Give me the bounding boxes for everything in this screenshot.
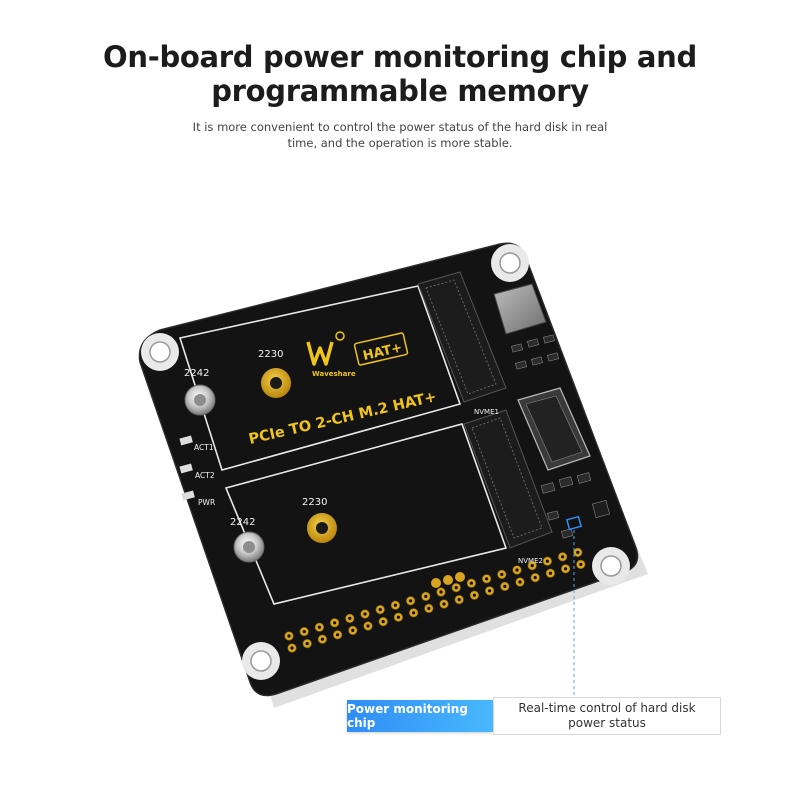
led-indicators (179, 435, 195, 501)
gpio-pin-hole (439, 590, 443, 594)
slot-size-label-bottom: 2242 (230, 517, 255, 528)
gpio-pin-hole (545, 559, 550, 563)
slot-outline-bottom (224, 423, 508, 605)
headline-line-2: programmable memory (211, 74, 589, 108)
gpio-pin-hole (393, 603, 397, 607)
gpio-pin-hole (442, 602, 446, 606)
mounting-hole-icon (592, 547, 630, 585)
power-chip-callout-description: Real-time control of hard disk power sta… (493, 697, 721, 735)
gpio-pin-hole (381, 620, 385, 624)
gpio-pin-hole (302, 630, 306, 634)
gpio-pin-hole (500, 572, 504, 577)
gpio-pin-hole (548, 571, 553, 575)
gpio-pin-hole (561, 555, 565, 559)
mounting-hole-icon (242, 642, 280, 680)
led-label-act2: ACT2 (195, 471, 215, 480)
gpio-pin-hole (469, 581, 473, 585)
led-label-pwr: PWR (198, 498, 215, 507)
m2-connector-bottom (463, 409, 553, 549)
gpio-pin-hole (564, 567, 568, 571)
gold-pad-icon (307, 513, 337, 543)
gpio-pin-hole (305, 642, 309, 646)
power-monitoring-chip-icon (565, 515, 583, 531)
hat-badge: HAT+ (353, 332, 409, 366)
fpc-connector-icon (517, 387, 591, 471)
test-points (431, 572, 465, 588)
gpio-pin-hole (363, 612, 367, 616)
subheadline-line-1: It is more convenient to control the pow… (192, 120, 608, 134)
callout-description-line-1: Real-time control of hard disk (518, 701, 696, 715)
subheadline: It is more convenient to control the pow… (150, 119, 650, 151)
gpio-pin-hole (409, 599, 413, 603)
gpio-pin-hole (424, 594, 428, 599)
brand-label: Waveshare (312, 370, 356, 378)
m2-connector-top (417, 271, 507, 403)
gpio-pin-hole (579, 562, 583, 567)
connector-label-nvme2: NVME2 (518, 557, 543, 565)
gpio-pin-hole (485, 577, 489, 581)
gpio-pin-hole (336, 633, 340, 637)
standoff-screw-icon (184, 384, 216, 416)
gpio-pin-hole (518, 580, 522, 584)
gpio-pin-hole (533, 576, 537, 580)
gpio-pin-hole (457, 598, 461, 602)
gpio-pin-hole (412, 611, 416, 615)
gpio-pin-hole (454, 586, 458, 590)
inductor-chip-icon (493, 283, 547, 335)
gpio-pin-hole (515, 568, 519, 572)
gpio-pin-hole (378, 608, 382, 612)
connector-label-nvme1: NVME1 (474, 408, 499, 416)
gpio-pin-hole (290, 646, 294, 650)
headline-line-1: On-board power monitoring chip and (103, 40, 697, 74)
slot-size-alt-label-bottom: 2230 (302, 497, 327, 508)
pcb-body (138, 242, 639, 697)
gpio-pin-hole (317, 625, 321, 629)
slot-size-alt-label-top: 2230 (258, 349, 283, 360)
gpio-pin-hole (333, 621, 337, 625)
gpio-pin-hole (348, 616, 352, 621)
gpio-pin-hole (503, 584, 507, 589)
gpio-pin-hole (320, 637, 324, 641)
gpio-pin-hole (530, 564, 534, 568)
gpio-pin-hole (287, 634, 291, 638)
standoff-screw-icon (233, 531, 265, 563)
headline: On-board power monitoring chip and progr… (60, 40, 740, 108)
waveshare-logo-icon (306, 331, 345, 366)
gpio-pin-hole (427, 606, 431, 611)
gpio-pin-hole (488, 589, 492, 593)
mounting-hole-icon (491, 244, 529, 282)
gold-pad-icon (261, 368, 291, 398)
smd-components (511, 334, 610, 539)
subheadline-line-2: time, and the operation is more stable. (287, 136, 513, 150)
slot-size-label-top: 2242 (184, 368, 209, 379)
mounting-hole-icon (141, 333, 179, 371)
gpio-pin-hole (472, 593, 476, 597)
gpio-header (284, 547, 586, 653)
gpio-pin-hole (396, 615, 400, 619)
gpio-pin-hole (366, 624, 370, 628)
led-label-act1: ACT1 (194, 443, 214, 452)
callout-description-line-2: power status (568, 716, 646, 730)
gpio-pin-hole (351, 628, 355, 633)
gpio-pin-hole (576, 550, 580, 555)
slot-outline-top (178, 285, 462, 471)
power-chip-callout-label: Power monitoring chip (347, 700, 493, 732)
